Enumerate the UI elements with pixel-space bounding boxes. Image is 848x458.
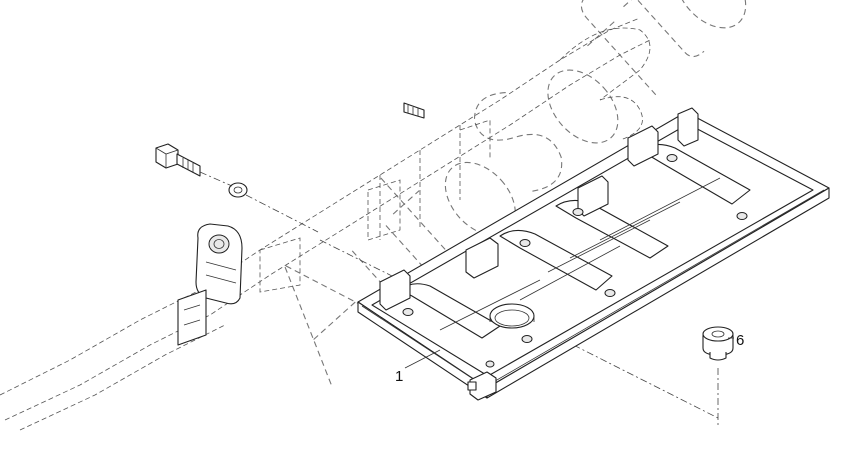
washer bbox=[228, 182, 248, 198]
grommet bbox=[702, 326, 734, 361]
frame-bracket bbox=[177, 223, 243, 346]
rail-clip bbox=[403, 102, 425, 119]
bolt bbox=[155, 143, 201, 177]
callout-part-6: 6 bbox=[736, 332, 745, 349]
callout-part-1: 1 bbox=[395, 368, 404, 385]
frame-rail-ghost bbox=[0, 17, 651, 431]
leader-lines bbox=[404, 337, 734, 369]
battery-tray bbox=[357, 107, 830, 401]
